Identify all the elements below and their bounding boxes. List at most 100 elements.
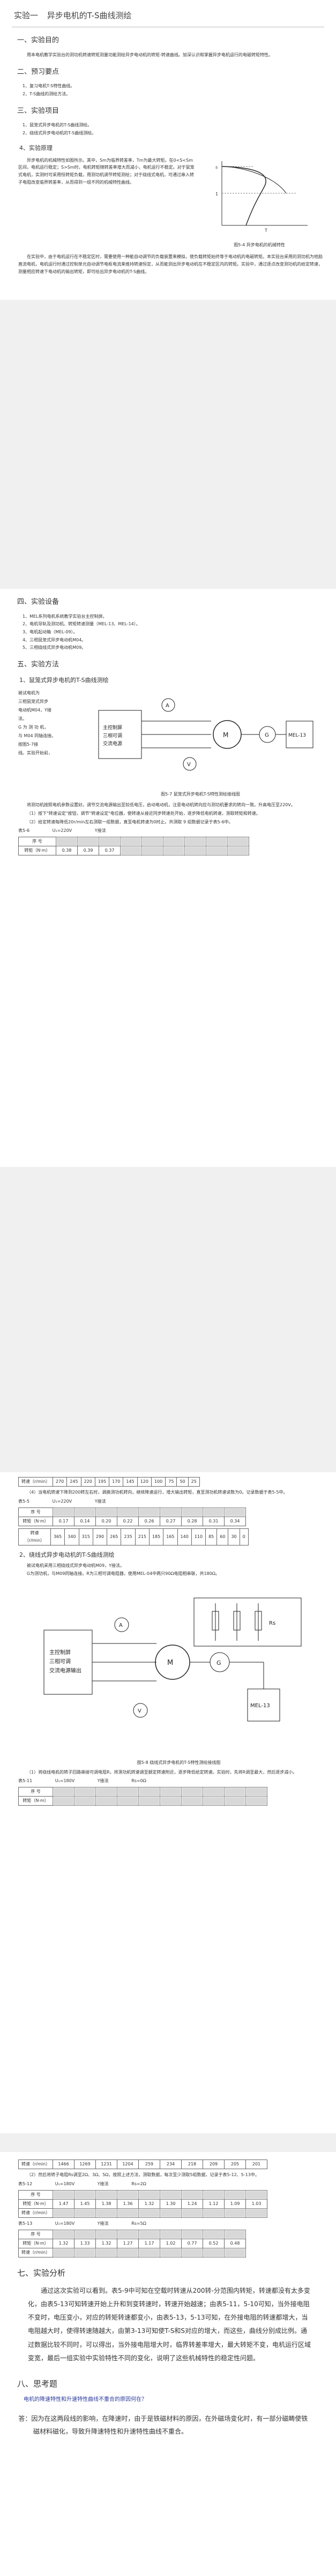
cell: 0.31 — [203, 1516, 225, 1526]
page-2: 四、实验设备 1、MEL系列电机系统教学实验台主控制屏。 2、电机导轨及测功机、… — [0, 589, 336, 1167]
cell: 1.09 — [224, 2199, 246, 2209]
step-para: G为测功机，与M09同轴连接。R为三相可调电阻器，使用MEL-04中两只90Ω电… — [27, 1571, 220, 1577]
side-line: 被试电机为 — [18, 690, 40, 695]
cell: 1.27 — [117, 2238, 139, 2248]
section-2-heading: 二、预习要点 — [17, 67, 59, 76]
cell: 209 — [203, 2160, 225, 2169]
table-5-5: 序 号 123456789 转矩（N·m） 0.17 0.14 0.20 0.2… — [18, 1507, 246, 1526]
svg-text:V: V — [138, 1708, 141, 1714]
cell: 0.17 — [53, 1516, 74, 1526]
table-row: 转矩（N·m） 0.17 0.14 0.20 0.22 0.26 0.27 0.… — [18, 1516, 246, 1526]
cell: 234 — [160, 2160, 182, 2169]
side-line: 线。实验开始前， — [18, 750, 53, 755]
section-8-heading: 八、思考题 — [17, 2378, 58, 2389]
table-5-12-header: 表5-12 U₁=180V Y接法 Rs=2Ω — [18, 2180, 324, 2188]
cell: 340 — [64, 1528, 79, 1545]
cell: 205 — [224, 2160, 246, 2169]
side-line: 与 M04 同轴连接。 — [18, 733, 56, 738]
side-line: 法。 — [18, 716, 27, 721]
table-connection: Y接法 — [97, 1778, 109, 1784]
cell: 185 — [148, 1528, 164, 1545]
cell: 0.37 — [99, 846, 121, 856]
circuit-diagram-1: 主控制屏 三相可调 交流电源 A V M G MEL-13 图5-7 鼠笼式异步… — [83, 689, 318, 801]
cell: 60 — [216, 1528, 229, 1545]
table-row: 转矩（N·m） 0.38 0.39 0.37 — [18, 846, 249, 856]
row-label: 转速（r/min） — [18, 2160, 53, 2169]
cell: 75 — [165, 1477, 177, 1487]
cell: 365 — [50, 1528, 65, 1545]
table-resistance: Rs=2Ω — [131, 2181, 146, 2186]
ts-curve-figure: s 1 T 图5-4 异步电机的机械特性 — [200, 156, 318, 252]
svg-text:A: A — [119, 1623, 123, 1628]
page-1: 实验一 异步电机的T-S曲线测绘 一、实验目的 用本电机教学实验台的测功机转速转… — [0, 9, 336, 298]
table-5-6-header: 表5-6 U₁=220V Y接法 — [18, 827, 324, 835]
cell: 0 — [239, 1528, 249, 1545]
row-label: 转速（r/min） — [18, 2247, 53, 2257]
cell: 220 — [80, 1477, 95, 1487]
ts-figure-caption: 图5-4 异步电机的机械特性 — [234, 243, 285, 248]
cell: 315 — [78, 1528, 93, 1545]
cell: 1.32 — [138, 2199, 160, 2209]
cell: 0.28 — [181, 1516, 203, 1526]
table-5-6-speed: 转速（r/min） 270 245 220 195 170 145 120 10… — [18, 1477, 200, 1487]
cell: 0.22 — [117, 1516, 139, 1526]
side-text: 被试电机为 三相鼠笼式异步 电动机M04，Y接 法。 G 为 测 功 机， 与 … — [18, 689, 83, 801]
cell: 0.52 — [203, 2238, 225, 2248]
table-caption: 表5-12 — [18, 2181, 33, 2186]
project-item: 1、鼠笼式异步电机的T-S曲线测绘。 — [23, 123, 92, 128]
cell: 1.12 — [203, 2199, 225, 2209]
analysis-text: 通过这次实验可以看到。表5-9中可知在空载时转速从200转-分范围内转矩，转速都… — [28, 2286, 311, 2362]
principle-long-text: 在实验中，由于电机运行在不稳定区时，需要使用一种能自动调节的负载装置来模拟，使负… — [18, 254, 323, 274]
table-connection: Y接法 — [97, 2181, 109, 2186]
svg-text:三相可调: 三相可调 — [103, 732, 122, 739]
cell: 120 — [137, 1477, 152, 1487]
row-label: 转矩（N·m） — [18, 2199, 53, 2209]
row-label: 序 号 — [18, 2229, 53, 2239]
table-connection: Y接法 — [94, 828, 106, 834]
page-3: 转速（r/min） 270 245 220 195 170 145 120 10… — [0, 1475, 336, 2133]
cell: 1231 — [95, 2160, 117, 2169]
cell: 0.48 — [224, 2238, 246, 2248]
cell: 145 — [123, 1477, 138, 1487]
svg-text:G: G — [216, 1660, 221, 1666]
table-connection: Y接法 — [94, 1498, 106, 1504]
section-7-heading: 七、实验分析 — [17, 2268, 66, 2278]
cell: 235 — [121, 1528, 136, 1545]
svg-text:G: G — [265, 732, 269, 738]
table-row: 转速（r/min） 365 340 315 290 265 235 215 18… — [18, 1528, 249, 1545]
section-1-text: 用本电机教学实验台的测功机转速转矩测量功能测绘异步电动机的转矩-转速曲线。加深认… — [27, 52, 273, 57]
cell: 25 — [188, 1477, 200, 1487]
equipment-item: 1、MEL系列电机系统教学实验台主控制屏。 — [23, 613, 107, 619]
cell: 0.38 — [56, 846, 78, 856]
section-1-heading: 一、实验目的 — [17, 36, 59, 45]
table-row: 转速（r/min） — [18, 2208, 267, 2218]
step-para: （4）当电机转速下降到200转左右时，调换测功机转向，继续降速运行，增大输出转矩… — [27, 1490, 288, 1495]
cell: 1.02 — [160, 2238, 182, 2248]
equipment-item: 3、电机起动箱（MEL-09）。 — [23, 629, 78, 634]
prep-item: 1、复习电机T-S特性曲线。 — [23, 84, 75, 89]
svg-text:交流电源输出: 交流电源输出 — [49, 1667, 81, 1674]
project-item: 2、绕线式异步电动机的T-S曲线测绘。 — [23, 130, 96, 135]
equipment-item: 5、三相绕线式异步电动机M09。 — [23, 645, 86, 650]
cell: 201 — [245, 2160, 267, 2169]
row-label: 转矩（N·m） — [18, 1516, 53, 1526]
svg-text:V: V — [187, 762, 191, 768]
table-row: 转矩（N·m） — [18, 1796, 267, 1806]
cell: 1.30 — [160, 2199, 182, 2209]
table-5-5-speed: 转速（r/min） 365 340 315 290 265 235 215 18… — [18, 1528, 249, 1545]
table-condition: U₁=180V — [55, 2221, 75, 2226]
table-5-12: 序 号 12345678910 转矩（N·m） 1.47 1.45 1.38 1… — [18, 2189, 267, 2218]
circuit-svg-1: 主控制屏 三相可调 交流电源 A V M G MEL-13 — [98, 698, 313, 771]
side-line: 三相鼠笼式异步 — [18, 699, 48, 704]
cell: 259 — [138, 2160, 160, 2169]
cell: 30 — [228, 1528, 240, 1545]
question-text: 电机的降速特性和升速特性曲线不重合的原因何在？ — [24, 2397, 147, 2403]
section-3-heading: 三、实验项目 — [17, 107, 59, 115]
cell: 245 — [66, 1477, 81, 1487]
cell: 215 — [135, 1528, 150, 1545]
row-label: 转速（r/min） — [18, 2208, 53, 2218]
svg-text:三相可调: 三相可调 — [49, 1658, 71, 1665]
row-label: 序 号 — [18, 2189, 53, 2200]
cell: 1.24 — [181, 2199, 203, 2209]
subsection-2-heading: 2、绕线式异步电动机的T-S曲线测绘 — [19, 1551, 115, 1558]
